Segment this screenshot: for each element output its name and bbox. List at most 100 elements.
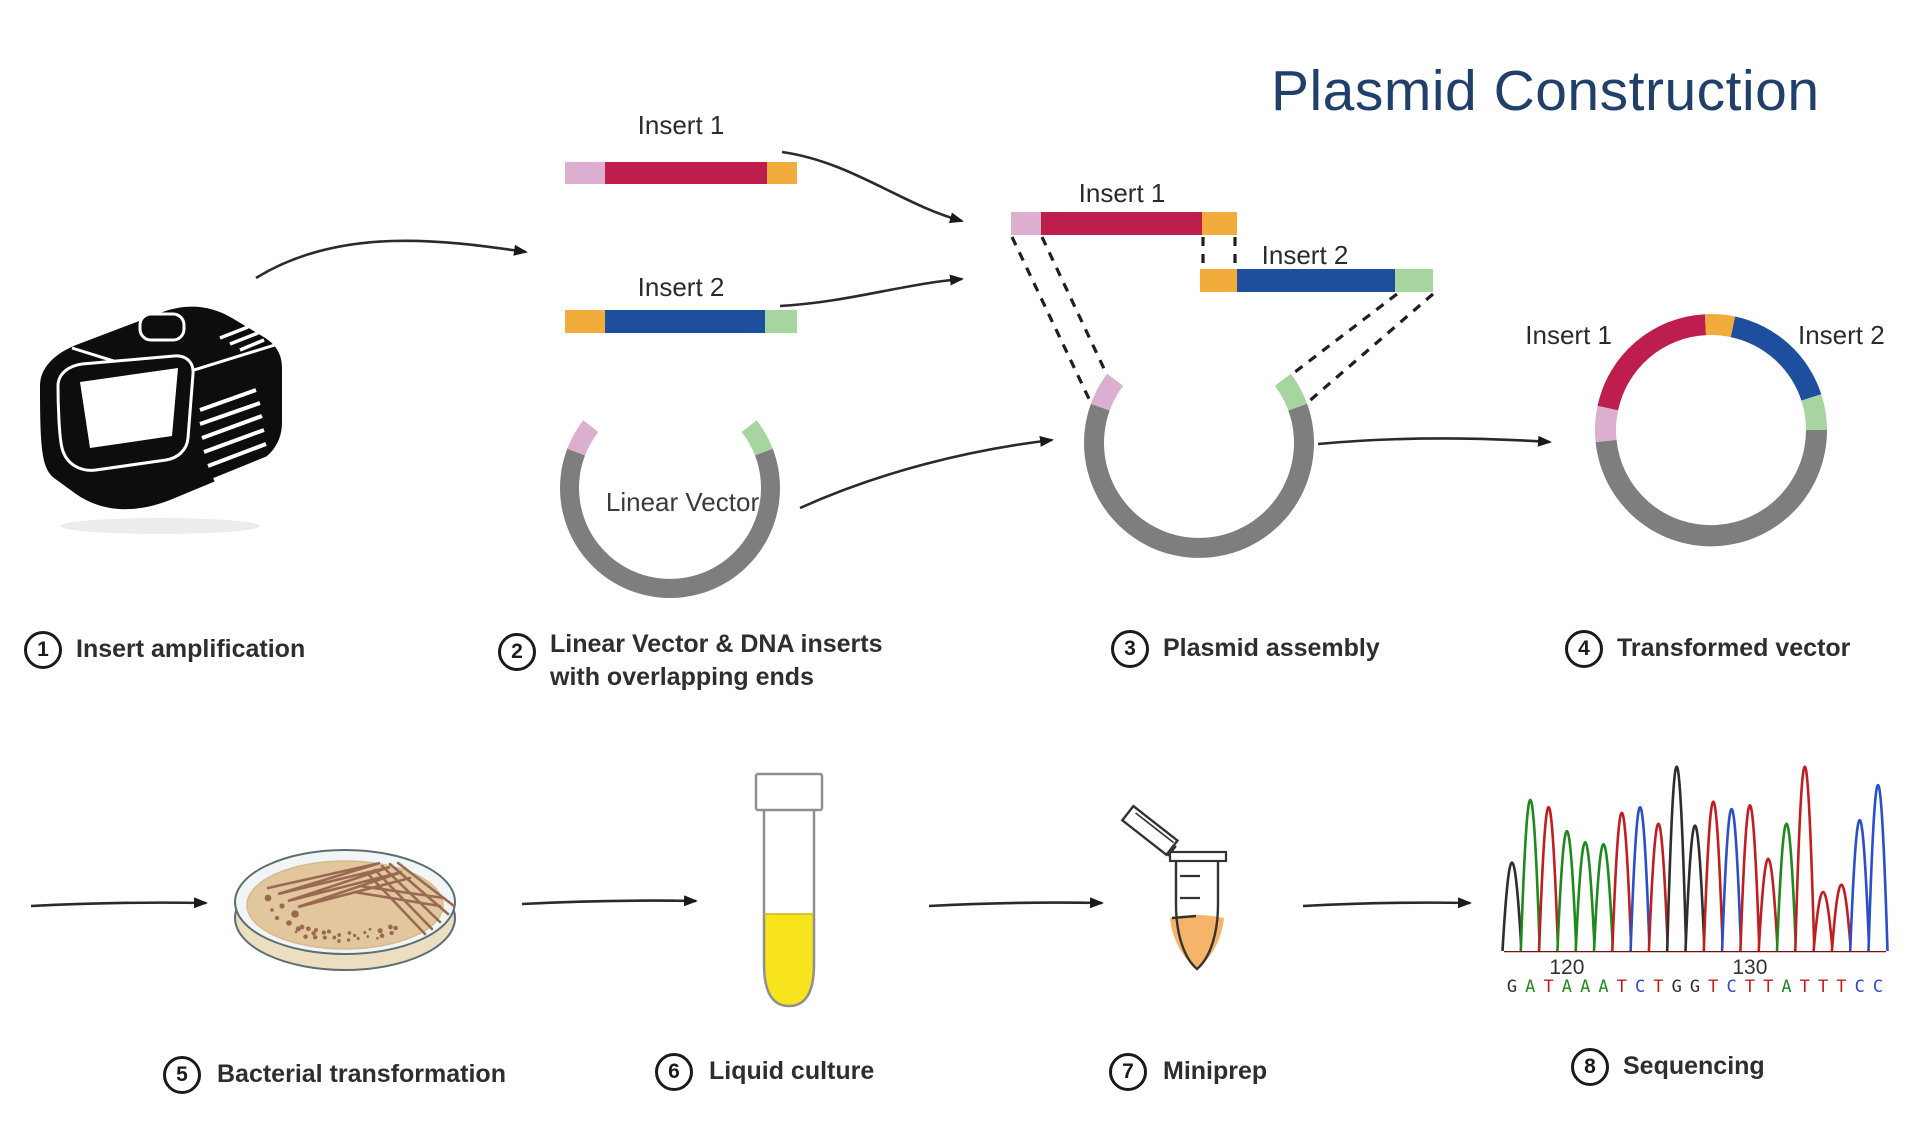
base-letter-G: G: [1672, 977, 1682, 997]
step-6-label: Liquid culture: [709, 1057, 875, 1085]
step-7: 7 Miniprep: [1109, 1053, 1267, 1091]
base-letter-T: T: [1800, 977, 1810, 997]
trace-peak-T: [1739, 804, 1761, 952]
step-2-label-line1: Linear Vector & DNA inserts: [550, 630, 883, 658]
insert1-assembly-bar: [1011, 212, 1237, 235]
flow-arrows: [30, 150, 1552, 909]
miniprep-cap-open: [1120, 804, 1180, 857]
trace-peak-A: [1574, 840, 1596, 952]
step-6-number: 6: [655, 1053, 693, 1091]
pcr-machine-icon: [40, 306, 282, 534]
arrow: [781, 150, 964, 224]
bar-segment-green: [765, 310, 797, 333]
colony-dot: [311, 931, 316, 936]
ring-segment-pink: [1594, 405, 1619, 443]
step-5-label: Bacterial transformation: [217, 1060, 506, 1088]
miniprep-lip: [1168, 850, 1228, 863]
bar-segment-blue: [605, 310, 765, 333]
colony-dot: [321, 930, 326, 935]
arrow: [928, 897, 1104, 909]
colony-dot: [313, 935, 318, 940]
colony-dot: [314, 928, 318, 932]
step-8-label: Sequencing: [1623, 1052, 1765, 1080]
tube-liquid: [764, 914, 814, 1006]
colony-dot: [303, 934, 308, 939]
ring-segment-green: [1801, 394, 1827, 430]
step-1: 1 Insert amplification: [24, 631, 305, 669]
step-7-number: 7: [1109, 1053, 1147, 1091]
step-7-label: Miniprep: [1163, 1057, 1268, 1085]
insert1-standalone-label: Insert 1: [637, 110, 725, 140]
pcr-vent-lines: [199, 388, 269, 494]
ring-segment-crimson: [1597, 314, 1706, 411]
ring-segment-gray: [1084, 403, 1314, 558]
base-letter-T: T: [1818, 977, 1828, 997]
trace-peak-T: [1702, 800, 1725, 952]
petri-dish-icon: [234, 849, 456, 971]
step-3: 3 Plasmid assembly: [1111, 630, 1380, 668]
ring-segment-blue: [1730, 316, 1822, 401]
trace-peak-T: [1647, 822, 1670, 952]
trace-peak-C: [1848, 819, 1871, 952]
trace-peak-G: [1684, 824, 1706, 952]
pcr-lid-stripes: [219, 325, 265, 352]
transformed-vector-ring: [1594, 314, 1828, 547]
trace-peak-A: [1592, 842, 1615, 952]
colony-dot: [299, 924, 305, 930]
trace-peak-A: [1556, 830, 1578, 952]
colony-dot: [346, 938, 351, 942]
base-letter-A: A: [1525, 977, 1535, 997]
arrow: [1302, 897, 1472, 909]
trace-peak-G: [1501, 861, 1523, 952]
base-letter-C: C: [1726, 977, 1736, 997]
tube-cap: [754, 772, 824, 812]
miniprep-body: [1174, 860, 1220, 971]
insert1-standalone-bar: [565, 162, 797, 184]
step-1-label: Insert amplification: [76, 635, 306, 663]
colony-dot: [337, 939, 341, 943]
miniprep-liquid: [1170, 915, 1224, 969]
arrow: [30, 897, 208, 909]
dashed-link: [1290, 292, 1398, 377]
insert1-vector-label: Insert 1: [1525, 320, 1612, 350]
base-letter-G: G: [1690, 977, 1700, 997]
colony-dot: [363, 931, 367, 935]
colony-dot: [356, 936, 360, 941]
colony-dot: [274, 915, 280, 921]
miniprep-tube-icon: [1120, 804, 1228, 971]
base-letter-T: T: [1653, 977, 1663, 997]
step-4: 4 Transformed vector: [1565, 630, 1850, 668]
bar-segment-orange: [1200, 269, 1237, 292]
trace-peak-C: [1720, 807, 1743, 952]
colony-dot: [368, 927, 372, 931]
base-letter-A: A: [1562, 977, 1572, 997]
insert2-standalone-bar: [565, 310, 797, 333]
plasmid-rings: [559, 314, 1828, 599]
culture-tube-icon: [754, 772, 824, 1008]
linear-vector-ring: [559, 420, 780, 599]
step-6: 6 Liquid culture: [655, 1053, 874, 1091]
base-letter-C: C: [1855, 977, 1865, 997]
petri-streaks: [266, 861, 456, 936]
arrow: [1317, 435, 1552, 447]
position-tick-label: 120: [1549, 956, 1584, 979]
step-2: 2 Linear Vector & DNA inserts with overl…: [498, 630, 883, 694]
ring-segment-gray: [1595, 430, 1828, 547]
colony-dot: [295, 926, 301, 932]
trace-peak-T: [1794, 765, 1816, 952]
base-letter-T: T: [1617, 977, 1627, 997]
bar-segment-orange: [1202, 212, 1237, 235]
assembly-ring: [1084, 373, 1314, 558]
colony-dot: [306, 926, 311, 932]
bar-segment-crimson: [1041, 212, 1202, 235]
overlap-dashed-links: [1010, 236, 1435, 405]
trace-peak-T: [1830, 883, 1853, 952]
dashed-link: [1305, 292, 1435, 405]
colony-dot: [388, 924, 393, 930]
colony-dot: [393, 925, 398, 931]
step-1-number: 1: [24, 631, 62, 669]
trace-peak-T: [1812, 891, 1834, 952]
arrow: [521, 895, 698, 907]
colony-dot: [332, 935, 337, 940]
